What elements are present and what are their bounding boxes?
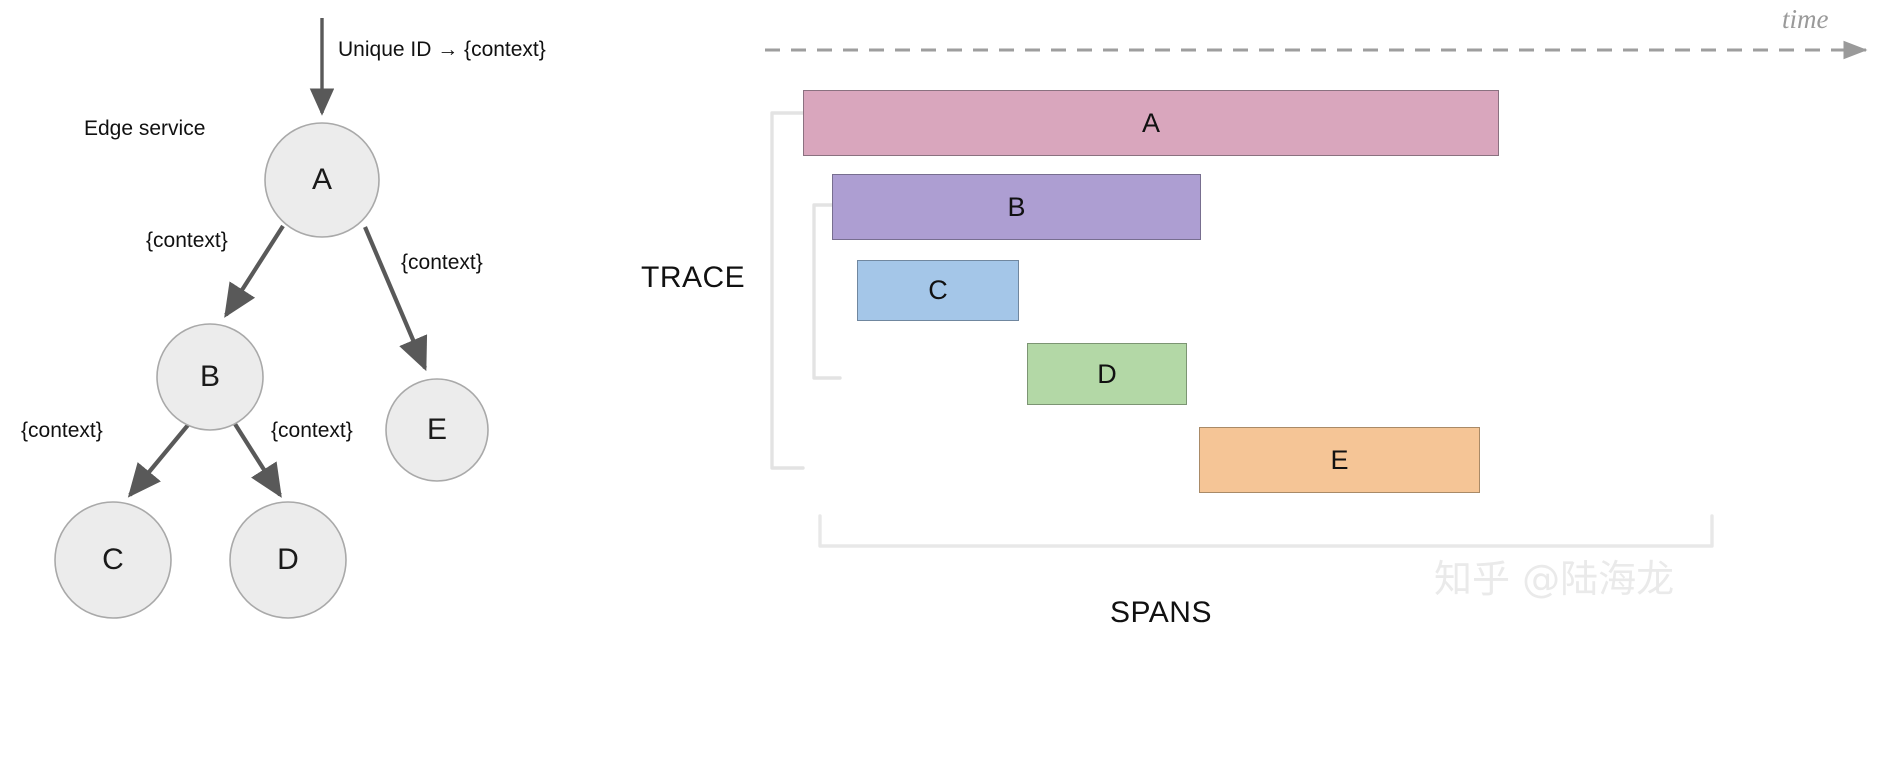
node-circle-e[interactable] bbox=[385, 378, 489, 482]
span-bar-label-c: C bbox=[928, 275, 948, 305]
ingress-label: Unique ID → {context} bbox=[338, 38, 546, 61]
span-bar-label-a: A bbox=[1141, 107, 1160, 138]
node-label-b: B bbox=[199, 360, 220, 393]
edge-label-a-b: {context} bbox=[146, 229, 228, 252]
node-label-d: D bbox=[277, 543, 299, 576]
span-bar-c[interactable]: C bbox=[857, 260, 1019, 321]
time-axis-label: time bbox=[1782, 4, 1829, 34]
edge-service-label: Edge service bbox=[84, 117, 206, 140]
watermark: 知乎 @陆海龙 bbox=[1434, 557, 1675, 601]
bracket-trace-outer bbox=[770, 111, 805, 470]
spans-label: SPANS bbox=[1110, 596, 1212, 629]
span-bar-b[interactable]: B bbox=[832, 174, 1201, 240]
node-circle-d[interactable] bbox=[229, 501, 347, 619]
span-bar-a[interactable]: A bbox=[803, 90, 1499, 156]
bracket-spans bbox=[818, 514, 1714, 548]
trace-label: TRACE bbox=[641, 261, 746, 294]
node-circle-c[interactable] bbox=[54, 501, 172, 619]
span-bar-e[interactable]: E bbox=[1199, 427, 1480, 493]
edge-b-to-c bbox=[127, 423, 190, 498]
node-label-e: E bbox=[426, 413, 447, 446]
span-bar-d[interactable]: D bbox=[1027, 343, 1187, 405]
edge-a-to-b bbox=[224, 224, 285, 318]
edge-a-to-e bbox=[363, 226, 428, 372]
edge-label-b-d: {context} bbox=[271, 419, 353, 442]
edge-label-a-e: {context} bbox=[401, 251, 483, 274]
node-label-c: C bbox=[102, 543, 124, 576]
edge-b-to-d bbox=[233, 422, 282, 498]
node-circle-a[interactable] bbox=[264, 122, 380, 238]
bracket-trace-inner bbox=[812, 203, 842, 380]
node-circle-b[interactable] bbox=[156, 323, 264, 431]
edge-label-b-c: {context} bbox=[21, 419, 103, 442]
span-bar-label-e: E bbox=[1330, 444, 1349, 475]
span-bar-label-d: D bbox=[1097, 358, 1117, 389]
node-label-a: A bbox=[311, 163, 332, 196]
span-bar-label-b: B bbox=[1007, 191, 1026, 222]
